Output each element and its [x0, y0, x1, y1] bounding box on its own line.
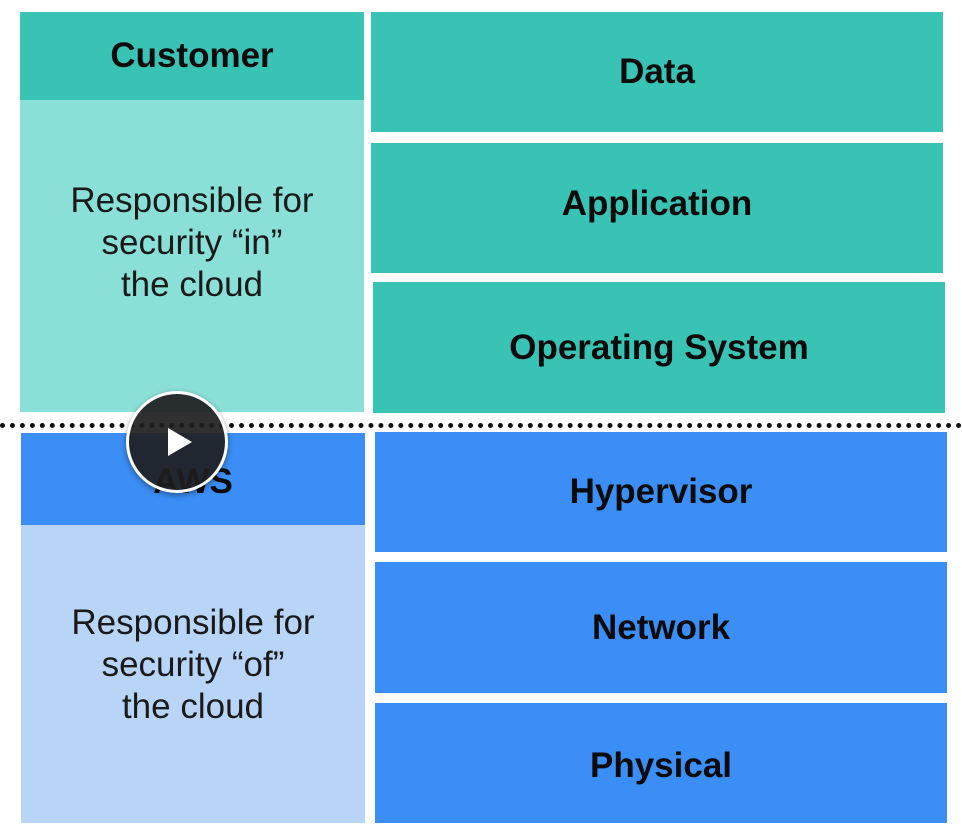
- play-button[interactable]: [126, 391, 228, 493]
- customer-header: [20, 12, 364, 100]
- layer-network-label: Network: [591, 607, 731, 647]
- customer-title: Customer: [110, 36, 274, 75]
- play-icon: [168, 428, 192, 456]
- layer-operating-system: [373, 282, 945, 413]
- layer-hypervisor-label: Hypervisor: [569, 472, 753, 511]
- responsibility-divider: [0, 423, 962, 428]
- layer-network: [375, 562, 947, 693]
- aws-description-panel: [21, 525, 365, 823]
- layer-data: [371, 12, 943, 132]
- layer-physical-label: Physical: [589, 746, 733, 785]
- layer-physical: [375, 703, 947, 823]
- customer-description: Responsible for security “in” the cloud: [70, 181, 314, 304]
- customer-description-panel: [20, 100, 364, 412]
- layer-application-label: Application: [561, 184, 753, 223]
- layer-hypervisor: [375, 432, 947, 552]
- layer-data-label: Data: [619, 52, 695, 91]
- layer-operating-system-label: Operating System: [509, 327, 809, 367]
- aws-description: Responsible for security “of” the cloud: [71, 603, 315, 726]
- layer-application: [371, 143, 943, 273]
